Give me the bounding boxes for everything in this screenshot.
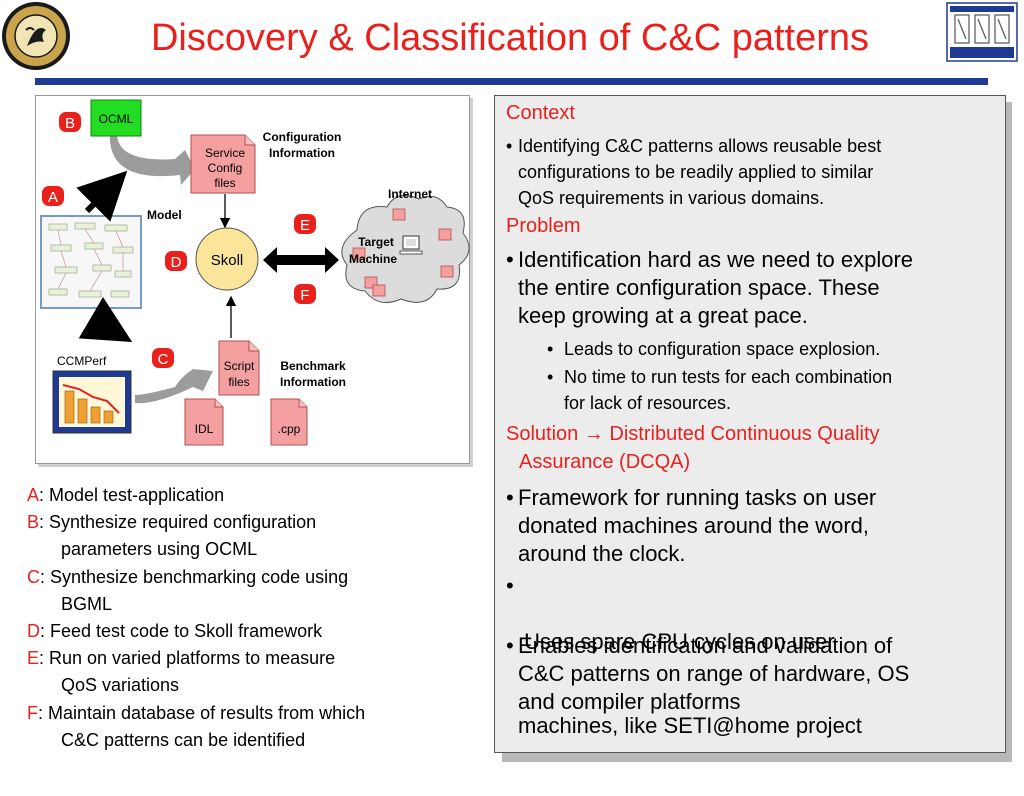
ccmperf-label: CCMPerf: [57, 354, 107, 368]
svg-text:E: E: [300, 217, 310, 234]
legend-item-b-cont: parameters using OCML: [61, 539, 258, 559]
svg-text:files: files: [228, 375, 249, 389]
svg-text:A: A: [48, 189, 58, 206]
label-a-badge: A: [42, 186, 64, 206]
sub-bullet: •: [547, 367, 554, 387]
problem-bullet-text: Identification hard as we need to explor…: [518, 247, 914, 328]
bullet: •: [506, 573, 514, 598]
benchmark-information-label: Benchmark: [280, 359, 346, 373]
context-heading: Context: [506, 102, 575, 124]
university-seal-icon: [2, 2, 70, 70]
svg-text:Machine: Machine: [349, 252, 397, 266]
svg-text:files: files: [214, 176, 235, 190]
label-f-badge: F: [294, 284, 316, 304]
sub-bullet: •: [547, 339, 554, 359]
svg-text:Skoll: Skoll: [211, 252, 244, 269]
idl-doc: [184, 398, 224, 446]
svg-text:Information: Information: [269, 146, 335, 160]
svg-text:D: D: [171, 254, 182, 271]
svg-text:IDL: IDL: [195, 422, 214, 436]
right-arrow-icon: →: [583, 423, 604, 445]
bullet: •: [506, 485, 514, 510]
problem-sub-bullet-2: No time to run tests for each combinatio…: [564, 367, 893, 413]
legend-item-d: D: Feed test code to Skoll framework: [27, 621, 323, 641]
legend-item-f-cont: C&C patterns can be identified: [61, 730, 306, 750]
text-panel: Context • Identifying C&C patterns allow…: [494, 95, 1006, 753]
target-machine-computer-icon: [399, 235, 423, 255]
internet-label: Internet: [388, 187, 432, 201]
legend-item-a: A: Model test-application: [27, 485, 225, 505]
dcqa-workflow-diagram: OCML B A D E F C Service Config files Co…: [40, 99, 470, 446]
solution-bullet-3: Enables identification and validation of…: [518, 633, 910, 714]
legend-item-e: E: Run on varied platforms to measure: [27, 648, 336, 668]
legend-item-e-cont: QoS variations: [61, 675, 180, 695]
legend-item-c: C: Synthesize benchmarking code using: [27, 567, 349, 587]
bullet: •: [506, 247, 514, 272]
skoll-node: [195, 227, 259, 291]
svg-text:.cpp: .cpp: [278, 422, 301, 436]
svg-text:Information: Information: [280, 375, 346, 389]
svg-text:Script: Script: [224, 359, 255, 373]
institute-logo-icon: [946, 2, 1018, 62]
cloud-machine-nodes: [352, 208, 454, 297]
problem-sub-bullet-1: Leads to configuration space explosion.: [564, 339, 881, 359]
label-b-badge: B: [59, 112, 81, 132]
problem-heading: Problem: [506, 215, 581, 237]
model-to-ocml-arrow: [76, 170, 128, 222]
cpp-doc: [270, 398, 308, 446]
svg-text:B: B: [65, 115, 75, 132]
label-e-badge: E: [294, 214, 316, 234]
solution-bullet-2: Uses spare CPU cycles on user machines, …: [518, 629, 862, 738]
configuration-information-label: Configuration: [263, 130, 342, 144]
context-bullet-text: Identifying C&C patterns allows reusable…: [518, 136, 882, 208]
label-c-badge: C: [152, 348, 174, 368]
legend-item-f: F: Maintain database of results from whi…: [27, 703, 366, 723]
legend-item-c-cont: BGML: [61, 594, 113, 614]
service-config-files-doc: [190, 134, 256, 194]
svg-text:C: C: [158, 351, 169, 368]
legend-item-b: B: Synthesize required configuration: [27, 512, 317, 532]
target-machine-label: Target: [358, 235, 394, 249]
solution-bullet-1: Framework for running tasks on user dona…: [518, 485, 877, 566]
ocml-label: OCML: [99, 112, 134, 126]
ccmperf-chart-icon: [52, 370, 132, 434]
page-title: Discovery & Classification of C&C patter…: [150, 17, 870, 59]
ocml-box: [90, 99, 142, 137]
ccmperf-to-script-arrow: [135, 369, 213, 404]
solution-heading: Solution → Distributed Continuous Qualit…: [506, 423, 880, 473]
skoll-internet-double-arrow: [263, 247, 339, 273]
model-to-ccmperf-arrow: [78, 297, 133, 343]
title-rule: [35, 78, 988, 85]
script-files-doc: [218, 340, 260, 396]
model-label: Model: [147, 208, 182, 222]
svg-text:F: F: [300, 287, 309, 304]
bullet: •: [506, 633, 514, 658]
ocml-to-config-arrow: [109, 133, 195, 185]
svg-text:Service: Service: [205, 146, 245, 160]
label-d-badge: D: [165, 251, 187, 271]
svg-text:Config: Config: [208, 161, 243, 175]
bullet: •: [506, 136, 513, 156]
